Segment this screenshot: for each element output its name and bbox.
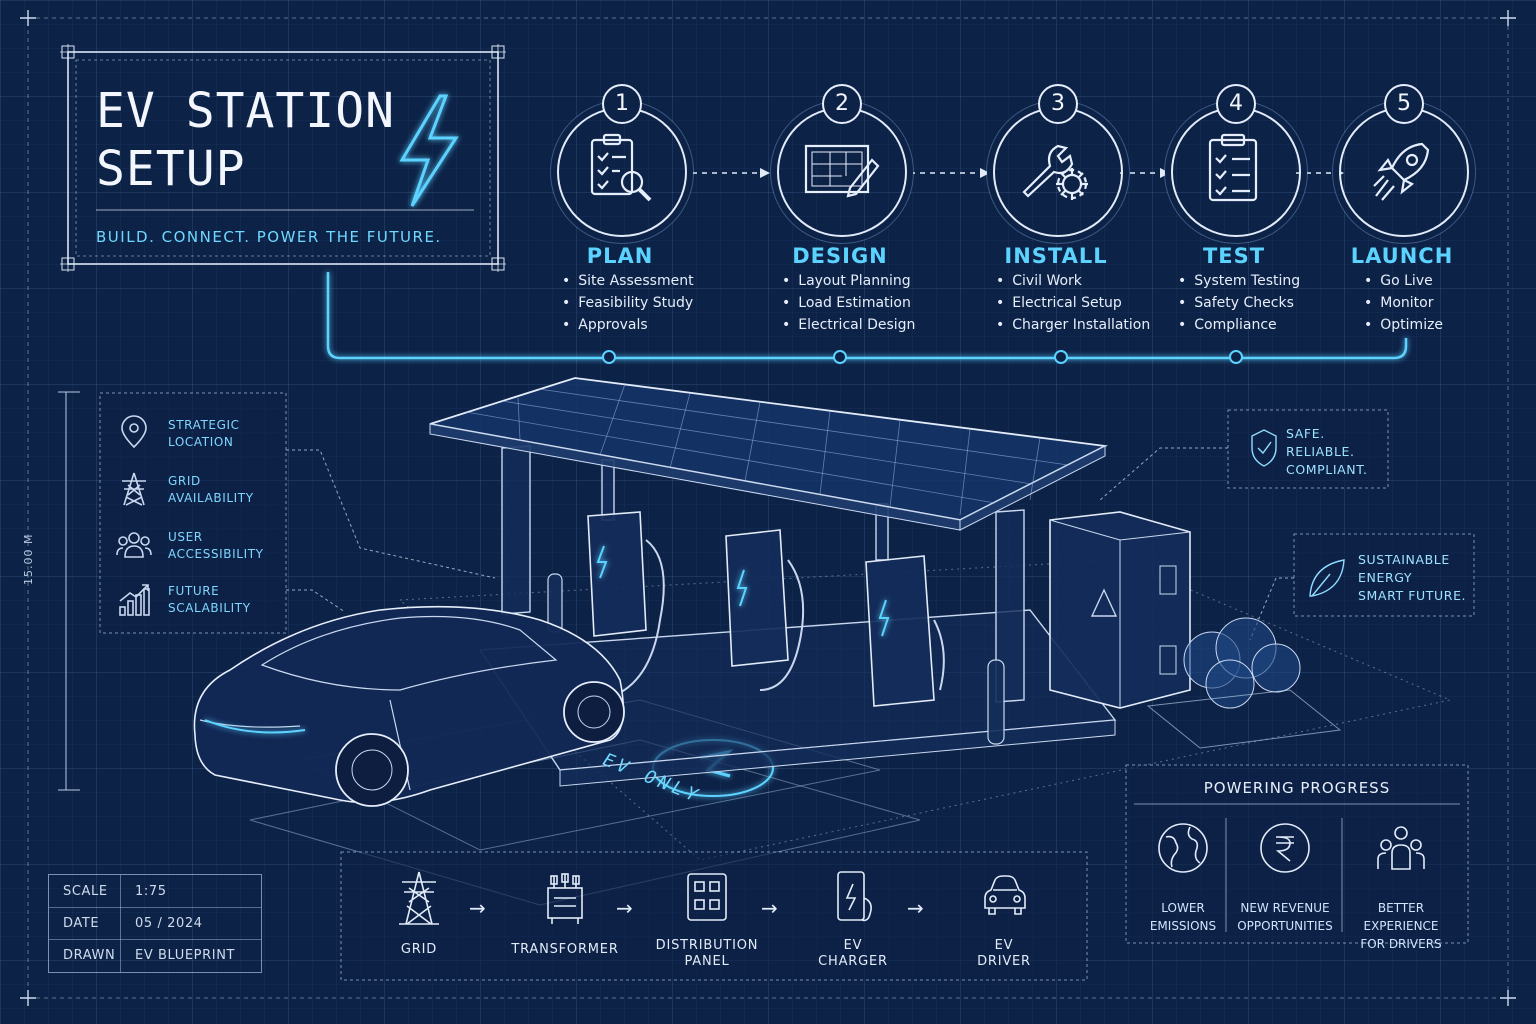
list-item: Feasibility Study [562, 292, 782, 314]
panel-title: POWERING PROGRESS [1203, 779, 1391, 797]
wrench-gear-icon [1022, 144, 1088, 200]
list-item: System Testing [1178, 270, 1398, 292]
step-label: PLAN [586, 244, 654, 268]
list-item: Site Assessment [562, 270, 782, 292]
step-number: 2 [822, 84, 862, 124]
step-number: 1 [602, 84, 642, 124]
step-items: Go Live Monitor Optimize [1364, 270, 1536, 336]
step-label: LAUNCH [1350, 244, 1454, 268]
list-item: Charger Installation [996, 314, 1216, 336]
page-title: EV STATION SETUP [96, 82, 395, 198]
tagline: BUILD. CONNECT. POWER THE FUTURE. [96, 228, 442, 246]
leaf-icon [1308, 558, 1346, 598]
list-item: Load Estimation [782, 292, 1002, 314]
step-label: INSTALL [1004, 244, 1108, 268]
power-tower-icon [122, 472, 146, 506]
step-items: Layout Planning Load Estimation Electric… [782, 270, 1002, 336]
step-number: 4 [1216, 84, 1256, 124]
transformer-icon [547, 873, 583, 924]
list-item: Approvals [562, 314, 782, 336]
step-number: 3 [1038, 84, 1078, 124]
step-label: DESIGN [792, 244, 888, 268]
list-item: Optimize [1364, 314, 1536, 336]
flow-arrow-icon: → [761, 896, 778, 920]
list-item: Monitor [1364, 292, 1536, 314]
checklist-search-icon [590, 133, 652, 202]
ev-charger-icon [837, 871, 872, 922]
flow-arrow-icon: → [616, 896, 633, 920]
lightning-bolt-icon [398, 92, 462, 212]
list-item: Go Live [1364, 270, 1536, 292]
flow-arrow-icon: → [907, 896, 924, 920]
shield-check-icon [1252, 428, 1278, 468]
safety-callout: SAFE.RELIABLE.COMPLIANT. [1286, 426, 1368, 477]
globe-icon [1158, 823, 1208, 873]
step-label: TEST [1202, 244, 1266, 268]
step-items: Civil Work Electrical Setup Charger Inst… [996, 270, 1216, 336]
title-card: EV STATION SETUP BUILD. CONNECT. POWER T… [68, 52, 498, 264]
drivers-icon [1377, 826, 1425, 870]
step-items: Site Assessment Feasibility Study Approv… [562, 270, 782, 336]
list-item: Compliance [1178, 314, 1398, 336]
car-icon [984, 875, 1026, 915]
growth-chart-icon [119, 584, 150, 616]
blueprint-pencil-icon [804, 144, 880, 198]
rocket-icon [1373, 142, 1430, 201]
title-line-1: EV STATION [96, 83, 395, 139]
rupee-icon [1260, 823, 1310, 873]
list-item: Electrical Design [782, 314, 1002, 336]
list-item: Civil Work [996, 270, 1216, 292]
title-line-2: SETUP [96, 141, 246, 197]
distribution-panel-icon [687, 873, 727, 921]
power-tower-icon [399, 871, 439, 925]
users-icon [116, 532, 152, 558]
flow-arrow-icon: → [469, 896, 486, 920]
dimension-label: 15.00 M [22, 533, 35, 585]
location-pin-icon [121, 415, 147, 449]
list-item: Safety Checks [1178, 292, 1398, 314]
step-items: System Testing Safety Checks Compliance [1178, 270, 1398, 336]
clipboard-check-icon [1208, 133, 1258, 202]
step-number: 5 [1384, 84, 1424, 124]
list-item: Layout Planning [782, 270, 1002, 292]
list-item: Electrical Setup [996, 292, 1216, 314]
